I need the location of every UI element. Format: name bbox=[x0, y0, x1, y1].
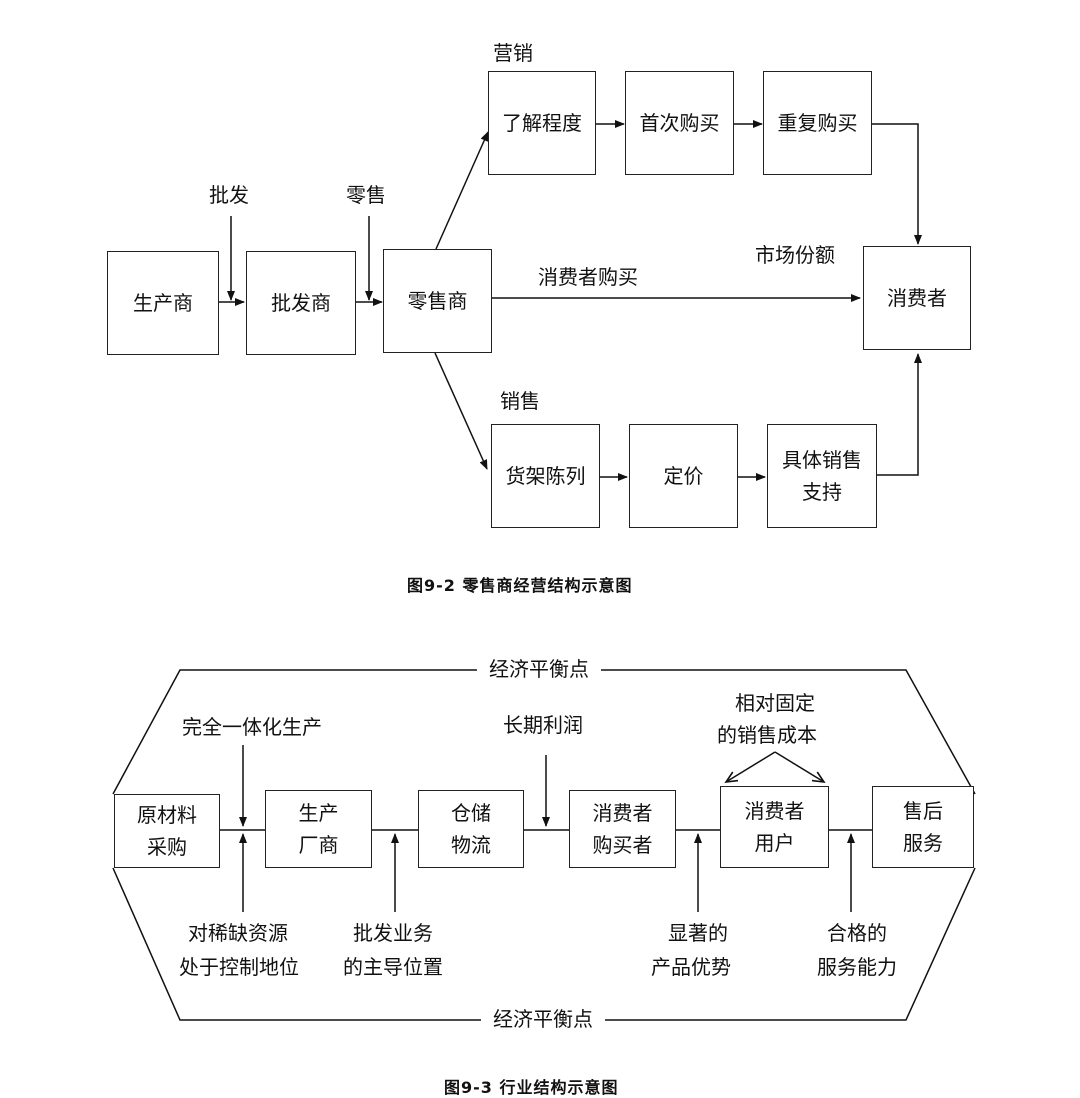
awareness-label: 了解程度 bbox=[502, 111, 582, 135]
arrow-repeat-consumer bbox=[872, 123, 922, 245]
logistics-box: 仓储 物流 bbox=[418, 790, 524, 868]
repeat-purchase-label: 重复购买 bbox=[777, 111, 858, 135]
first-purchase-label: 首次购买 bbox=[639, 111, 720, 135]
raw-material-label-2: 采购 bbox=[147, 835, 187, 859]
logistics-label-1: 仓储 bbox=[451, 801, 491, 825]
arrow-retailer-awareness bbox=[435, 131, 489, 250]
wholesaler-label: 批发商 bbox=[271, 291, 331, 315]
manufacturer-box: 生产 厂商 bbox=[265, 790, 372, 868]
retailer-label: 零售商 bbox=[407, 289, 468, 313]
consumer-user-label-1: 消费者 bbox=[744, 799, 805, 823]
figure-9-3-caption: 图9-3 行业结构示意图 bbox=[444, 1078, 619, 1097]
wholesaler-box: 批发商 bbox=[246, 251, 356, 355]
raw-material-box: 原材料 采购 bbox=[114, 794, 220, 868]
awareness-box: 了解程度 bbox=[488, 71, 596, 175]
producer-box: 生产商 bbox=[107, 251, 219, 355]
product-advantage-label-1: 显著的 bbox=[668, 918, 728, 948]
pricing-label: 定价 bbox=[663, 464, 704, 488]
wholesale-label: 批发 bbox=[209, 180, 249, 210]
figure-9-2-caption: 图9-2 零售商经营结构示意图 bbox=[407, 576, 633, 595]
arrow-fixed-cost-right bbox=[774, 751, 826, 784]
consumer-buyer-box: 消费者 购买者 bbox=[569, 790, 676, 868]
market-share-label: 市场份额 bbox=[755, 240, 835, 270]
raw-material-label-1: 原材料 bbox=[137, 803, 197, 827]
manufacturer-label-2: 厂商 bbox=[298, 833, 339, 857]
consumer-box: 消费者 bbox=[863, 246, 971, 350]
logistics-label-2: 物流 bbox=[451, 833, 491, 857]
consumer-buyer-label-1: 消费者 bbox=[592, 801, 653, 825]
wholesale-dominance-label-1: 批发业务 bbox=[353, 918, 433, 948]
integration-label: 完全一体化生产 bbox=[182, 712, 322, 742]
long-profit-label: 长期利润 bbox=[503, 710, 583, 740]
consumer-buyer-label-2: 购买者 bbox=[592, 833, 653, 857]
consumer-user-label-2: 用户 bbox=[754, 831, 795, 855]
scarce-resource-label-1: 对稀缺资源 bbox=[188, 918, 288, 948]
retail-label: 零售 bbox=[346, 180, 386, 210]
after-sales-box: 售后 服务 bbox=[872, 786, 974, 868]
fixed-cost-label-2: 的销售成本 bbox=[717, 720, 817, 750]
repeat-purchase-box: 重复购买 bbox=[763, 71, 872, 175]
service-capability-label-1: 合格的 bbox=[827, 918, 887, 948]
sales-support-box: 具体销售 支持 bbox=[767, 424, 877, 528]
pricing-box: 定价 bbox=[629, 424, 738, 528]
first-purchase-box: 首次购买 bbox=[625, 71, 734, 175]
retailer-box: 零售商 bbox=[383, 249, 492, 353]
consumer-user-box: 消费者 用户 bbox=[720, 786, 829, 868]
consumer-purchase-label: 消费者购买 bbox=[538, 262, 638, 292]
after-sales-label-2: 服务 bbox=[903, 831, 943, 855]
shelf-display-box: 货架陈列 bbox=[491, 424, 600, 528]
marketing-label: 营销 bbox=[493, 38, 533, 68]
shelf-display-label: 货架陈列 bbox=[505, 464, 586, 488]
manufacturer-label-1: 生产 bbox=[298, 801, 339, 825]
equilibrium-bottom-label: 经济平衡点 bbox=[481, 1004, 605, 1034]
service-capability-label-2: 服务能力 bbox=[817, 952, 897, 982]
sales-support-label-1: 具体销售 bbox=[782, 448, 862, 472]
fixed-cost-label-1: 相对固定 bbox=[735, 688, 815, 718]
producer-label: 生产商 bbox=[133, 291, 193, 315]
arrow-retailer-shelf bbox=[434, 352, 488, 470]
wholesale-dominance-label-2: 的主导位置 bbox=[343, 952, 443, 982]
sales-label: 销售 bbox=[500, 386, 540, 416]
product-advantage-label-2: 产品优势 bbox=[651, 952, 731, 982]
after-sales-label-1: 售后 bbox=[903, 799, 943, 823]
equilibrium-top-label: 经济平衡点 bbox=[477, 654, 601, 684]
arrow-fixed-cost-left bbox=[724, 751, 776, 784]
scarce-resource-label-2: 处于控制地位 bbox=[179, 952, 299, 982]
consumer-label: 消费者 bbox=[887, 286, 947, 310]
arrow-support-consumer bbox=[877, 353, 922, 476]
sales-support-label-2: 支持 bbox=[802, 480, 842, 504]
